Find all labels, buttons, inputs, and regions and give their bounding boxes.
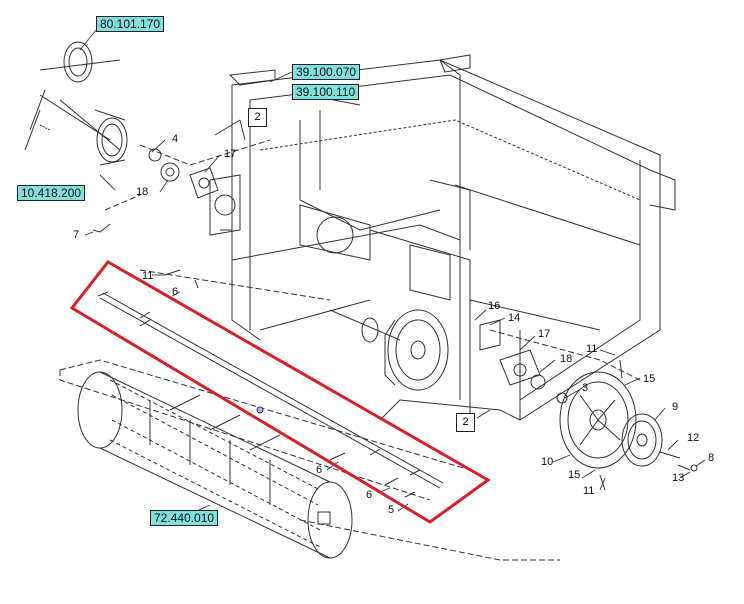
upper-pulley-group bbox=[24, 41, 219, 233]
callout-10: 10 bbox=[541, 456, 554, 468]
callout-8: 8 bbox=[708, 452, 715, 464]
ref-belt-drive[interactable]: 10.418.200 bbox=[17, 185, 86, 201]
callout-14: 14 bbox=[508, 312, 521, 324]
callout-6-low: 6 bbox=[366, 489, 373, 501]
frame-assembly bbox=[59, 54, 676, 561]
highlight-frame bbox=[69, 260, 491, 524]
callout-17-right: 17 bbox=[538, 328, 551, 340]
callout-5: 5 bbox=[388, 504, 395, 516]
ref-frame-top[interactable]: 39.100.070 bbox=[292, 64, 361, 80]
callout-7: 7 bbox=[73, 229, 80, 241]
callout-3: 3 bbox=[582, 382, 589, 394]
right-pulley-group bbox=[559, 359, 698, 491]
callout-11-left: 11 bbox=[142, 270, 154, 282]
ref-frame-bottom[interactable]: 39.100.110 bbox=[292, 84, 360, 100]
callout-18-right: 18 bbox=[560, 353, 573, 365]
callout-box-2-top: 2 bbox=[248, 108, 267, 127]
callout-16: 16 bbox=[488, 300, 501, 312]
callout-6-left: 6 bbox=[172, 286, 179, 298]
callout-9: 9 bbox=[672, 401, 679, 413]
callout-6-mid: 6 bbox=[316, 464, 323, 476]
ref-drum[interactable]: 72.440.010 bbox=[150, 510, 219, 526]
callout-18-top: 18 bbox=[136, 186, 149, 198]
shaft-assembly bbox=[97, 269, 444, 498]
callout-15-bottom: 15 bbox=[568, 469, 581, 481]
callout-17-top: 17 bbox=[224, 148, 237, 160]
callout-box-2-bottom: 2 bbox=[456, 413, 475, 432]
callout-11-bottom: 11 bbox=[583, 485, 595, 497]
callout-12: 12 bbox=[687, 432, 700, 444]
drum-assembly bbox=[77, 371, 353, 559]
callout-13: 13 bbox=[672, 472, 685, 484]
main-pulley-group bbox=[329, 309, 568, 404]
ref-pulley-drive[interactable]: 80.101.170 bbox=[96, 16, 165, 32]
callout-4: 4 bbox=[172, 133, 179, 145]
callout-11-right: 11 bbox=[586, 343, 598, 355]
leader-lines bbox=[79, 29, 706, 515]
callout-15-top: 15 bbox=[643, 373, 656, 385]
